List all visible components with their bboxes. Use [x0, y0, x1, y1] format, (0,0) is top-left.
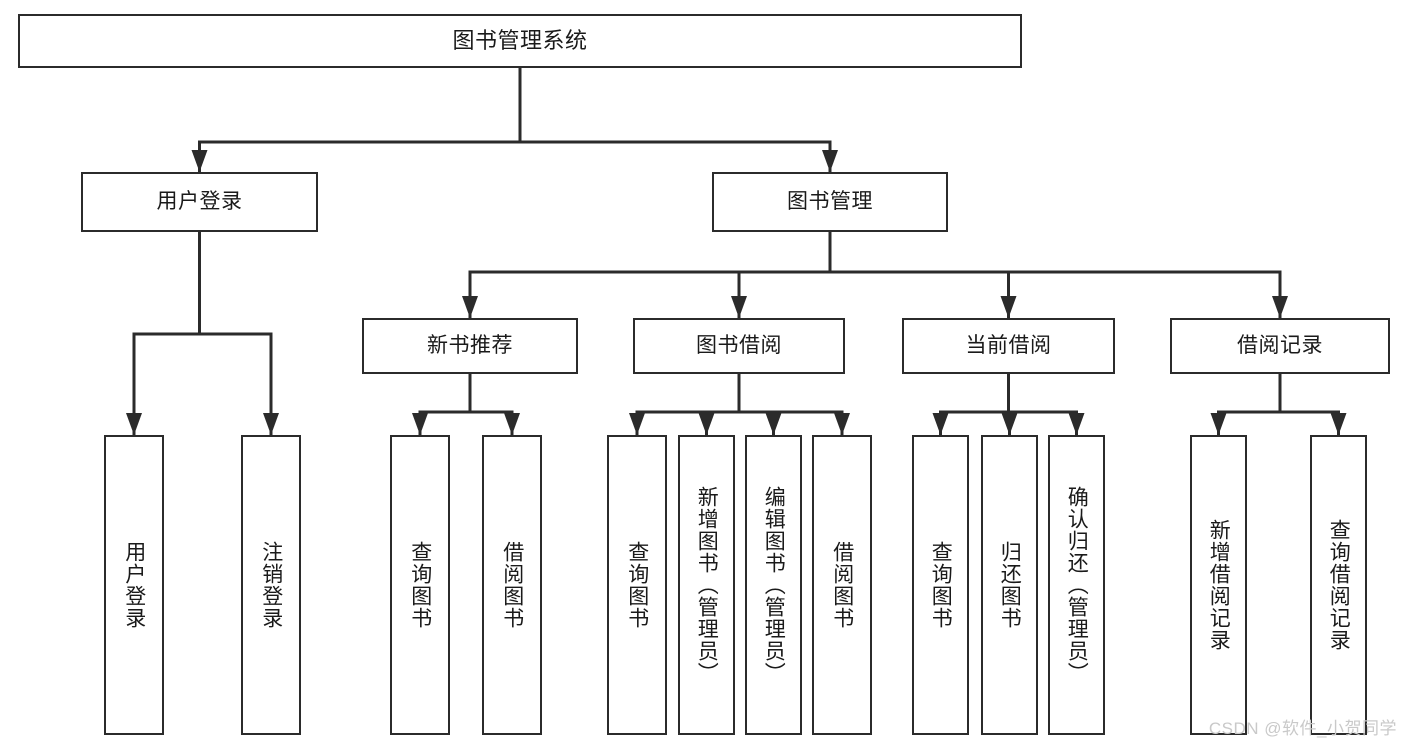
- node-label-leaf_1: 注销登录: [259, 541, 283, 629]
- node-label-leaf_12: 查询借阅记录: [1327, 519, 1351, 651]
- node-label-l3_0: 新书推荐: [427, 333, 513, 357]
- node-box-root[interactable]: 图书管理系统: [18, 14, 1022, 68]
- arrowhead-leaf_2: [412, 413, 428, 435]
- arrowhead-l3_2: [1000, 296, 1017, 318]
- node-label-leaf_6: 编辑图书（管理员）: [762, 486, 786, 684]
- node-label-l3_1: 图书借阅: [696, 333, 782, 357]
- arrowhead-leaf_5: [698, 413, 715, 435]
- arrowhead-l2_1: [822, 150, 838, 172]
- node-label-root: 图书管理系统: [452, 28, 588, 54]
- node-box-leaf_9[interactable]: 归还图书: [981, 435, 1038, 735]
- node-label-leaf_10: 确认归还（管理员）: [1065, 486, 1089, 684]
- node-box-l3_3[interactable]: 借阅记录: [1170, 318, 1390, 374]
- node-label-leaf_9: 归还图书: [998, 541, 1022, 629]
- arrowhead-leaf_9: [1001, 413, 1018, 435]
- node-label-leaf_3: 借阅图书: [500, 541, 524, 629]
- arrowhead-l3_0: [462, 296, 478, 318]
- node-box-leaf_6[interactable]: 编辑图书（管理员）: [745, 435, 802, 735]
- node-box-l3_1[interactable]: 图书借阅: [633, 318, 845, 374]
- node-label-leaf_5: 新增图书（管理员）: [695, 486, 719, 684]
- node-box-l2_0[interactable]: 用户登录: [81, 172, 318, 232]
- node-box-leaf_2[interactable]: 查询图书: [390, 435, 450, 735]
- arrowhead-leaf_12: [1330, 413, 1347, 435]
- arrowhead-l3_1: [731, 296, 747, 318]
- node-label-leaf_2: 查询图书: [408, 541, 432, 629]
- node-box-l3_2[interactable]: 当前借阅: [902, 318, 1115, 374]
- node-box-leaf_10[interactable]: 确认归还（管理员）: [1048, 435, 1105, 735]
- node-label-l3_3: 借阅记录: [1237, 333, 1323, 357]
- arrowhead-leaf_0: [126, 413, 142, 435]
- node-box-leaf_4[interactable]: 查询图书: [607, 435, 667, 735]
- node-label-l3_2: 当前借阅: [965, 333, 1052, 357]
- arrowhead-leaf_4: [629, 413, 645, 435]
- node-box-leaf_1[interactable]: 注销登录: [241, 435, 301, 735]
- arrowhead-leaf_10: [1068, 413, 1085, 435]
- node-box-leaf_11[interactable]: 新增借阅记录: [1190, 435, 1247, 735]
- arrowhead-leaf_3: [504, 413, 520, 435]
- node-label-l2_0: 用户登录: [156, 189, 243, 213]
- node-box-l3_0[interactable]: 新书推荐: [362, 318, 578, 374]
- arrowhead-leaf_8: [932, 413, 949, 435]
- node-box-leaf_5[interactable]: 新增图书（管理员）: [678, 435, 735, 735]
- node-label-leaf_8: 查询图书: [929, 541, 953, 629]
- node-box-leaf_8[interactable]: 查询图书: [912, 435, 969, 735]
- arrowhead-leaf_6: [765, 413, 782, 435]
- arrowhead-leaf_11: [1210, 413, 1227, 435]
- node-box-leaf_12[interactable]: 查询借阅记录: [1310, 435, 1367, 735]
- node-label-leaf_0: 用户登录: [122, 541, 146, 629]
- arrowhead-leaf_1: [263, 413, 279, 435]
- arrowhead-leaf_7: [834, 413, 850, 435]
- node-box-leaf_3[interactable]: 借阅图书: [482, 435, 542, 735]
- node-label-l2_1: 图书管理: [787, 189, 873, 213]
- node-box-leaf_0[interactable]: 用户登录: [104, 435, 164, 735]
- node-label-leaf_7: 借阅图书: [830, 541, 854, 629]
- node-box-leaf_7[interactable]: 借阅图书: [812, 435, 872, 735]
- arrowhead-l2_0: [191, 150, 208, 172]
- node-label-leaf_4: 查询图书: [625, 541, 649, 629]
- node-box-l2_1[interactable]: 图书管理: [712, 172, 948, 232]
- arrowhead-l3_3: [1272, 296, 1288, 318]
- node-label-leaf_11: 新增借阅记录: [1207, 519, 1231, 651]
